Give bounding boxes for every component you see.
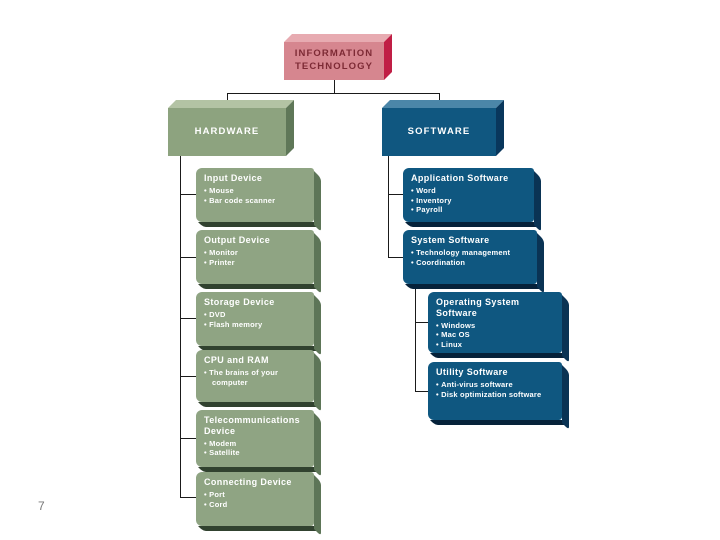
- bullet-item: Bar code scanner: [204, 196, 308, 206]
- node-software: SOFTWARE: [382, 108, 496, 156]
- bullet-item: Inventory: [411, 196, 528, 206]
- node-storage-device: Storage Device DVD Flash memory: [196, 292, 314, 346]
- node-title: Input Device: [204, 173, 263, 183]
- bullet-item: Monitor: [204, 248, 308, 258]
- bullet-item: Windows: [436, 321, 556, 331]
- node-title: Utility Software: [436, 367, 508, 377]
- node-connecting-device: Connecting Device Port Cord: [196, 472, 314, 526]
- bullet-item: The brains of your computer: [204, 368, 308, 388]
- bullet-item: Printer: [204, 258, 308, 268]
- connector-stub-telecom: [180, 438, 196, 439]
- connector-root-drop: [334, 80, 335, 93]
- connector-system-spine: [415, 284, 416, 391]
- node-operating-system-software: Operating System Software Windows Mac OS…: [428, 292, 562, 353]
- node-title: Application Software: [411, 173, 509, 183]
- node-title: Storage Device: [204, 297, 275, 307]
- bullet-item: Linux: [436, 340, 556, 350]
- node-hardware: HARDWARE: [168, 108, 286, 156]
- connector-stub-system: [388, 257, 403, 258]
- node-title: Operating System Software: [436, 297, 520, 318]
- bullet-item: Payroll: [411, 205, 528, 215]
- node-title: SOFTWARE: [407, 125, 471, 137]
- connector-stub-output: [180, 257, 196, 258]
- node-output-device: Output Device Monitor Printer: [196, 230, 314, 284]
- connector-stub-utility: [415, 391, 428, 392]
- connector-hardware-spine: [180, 156, 181, 497]
- node-title: INFORMATION: [294, 48, 374, 60]
- node-telecommunications-device: Telecommunications Device Modem Satellit…: [196, 410, 314, 467]
- bullet-item: Flash memory: [204, 320, 308, 330]
- node-title: Output Device: [204, 235, 271, 245]
- bullet-item: Modem: [204, 439, 308, 449]
- connector-stub-input: [180, 194, 196, 195]
- node-title: HARDWARE: [194, 125, 260, 137]
- bullet-item: Anti-virus software: [436, 380, 556, 390]
- node-title: TECHNOLOGY: [294, 61, 374, 72]
- node-title: CPU and RAM: [204, 355, 269, 365]
- node-application-software: Application Software Word Inventory Payr…: [403, 168, 534, 222]
- bullet-item: Word: [411, 186, 528, 196]
- bullet-item: Port: [204, 490, 308, 500]
- bullet-item: Technology management: [411, 248, 531, 258]
- node-title: Connecting Device: [204, 477, 292, 487]
- connector-stub-os: [415, 322, 428, 323]
- node-input-device: Input Device Mouse Bar code scanner: [196, 168, 314, 222]
- node-title: Telecommunications Device: [204, 415, 301, 436]
- node-utility-software: Utility Software Anti-virus software Dis…: [428, 362, 562, 420]
- connector-branch-horizontal: [227, 93, 440, 94]
- node-title: System Software: [411, 235, 490, 245]
- node-information-technology: INFORMATION TECHNOLOGY: [284, 42, 384, 80]
- connector-stub-application: [388, 194, 403, 195]
- connector-stub-cpu: [180, 376, 196, 377]
- bullet-item: DVD: [204, 310, 308, 320]
- bullet-item: Mouse: [204, 186, 308, 196]
- node-system-software: System Software Technology management Co…: [403, 230, 537, 284]
- page-number: 7: [38, 499, 45, 513]
- bullet-item: Coordination: [411, 258, 531, 268]
- bullet-item: Disk optimization software: [436, 390, 556, 400]
- connector-stub-storage: [180, 318, 196, 319]
- connector-stub-connecting: [180, 497, 196, 498]
- bullet-item: Cord: [204, 500, 308, 510]
- node-cpu-and-ram: CPU and RAM The brains of your computer: [196, 350, 314, 402]
- bullet-item: Satellite: [204, 448, 308, 458]
- connector-software-spine: [388, 156, 389, 257]
- bullet-item: Mac OS: [436, 330, 556, 340]
